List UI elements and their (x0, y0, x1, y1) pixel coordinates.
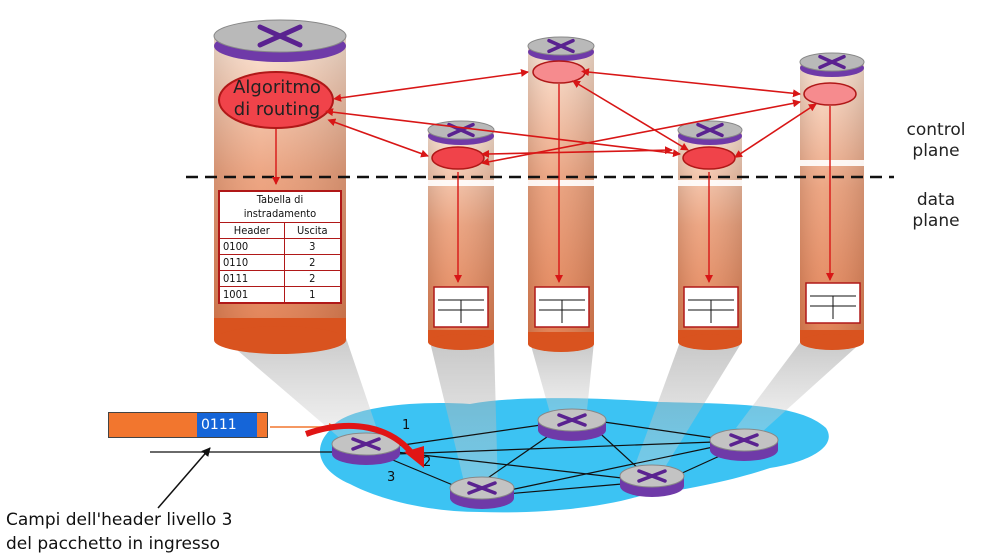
table-row: 0100 3 (220, 238, 340, 255)
table-cell: 0110 (220, 254, 285, 271)
routing-table: Tabella di instradamento Header Uscita 0… (218, 190, 342, 304)
table-row: 0111 2 (220, 270, 340, 287)
caption-pointer (157, 447, 211, 509)
table-cell: 0111 (220, 270, 285, 287)
control-plane-label: control plane (906, 120, 966, 161)
packet-header-field: 0111 (197, 413, 257, 437)
router-symbol-icon (557, 413, 587, 427)
router-symbol-icon (351, 437, 381, 451)
routing-algorithm-line1: Algoritmo (233, 77, 321, 98)
forwarding-arrow-head (404, 446, 424, 468)
port-2-label: 2 (423, 455, 432, 470)
flow-tables (433, 282, 861, 328)
agent-oval-1 (431, 146, 485, 170)
port-3-label: 3 (387, 470, 396, 485)
network-router-4 (709, 428, 779, 461)
table-cell: 1 (283, 286, 340, 302)
table-row: 1001 1 (220, 286, 340, 302)
control-arrows (325, 68, 817, 166)
flow-table-3 (805, 282, 861, 324)
incoming-packet: 0111 (108, 412, 268, 438)
table-header-cell: Uscita (283, 223, 340, 239)
routing-algorithm-oval (218, 71, 334, 129)
router-symbol-icon (729, 433, 759, 447)
table-cell: 3 (283, 238, 340, 255)
router-symbol-icon (547, 38, 575, 54)
agent-oval-2 (532, 60, 586, 84)
table-cell: 1001 (220, 286, 285, 302)
network-router-3 (619, 464, 685, 497)
network-router-1 (537, 408, 607, 441)
network-cloud (319, 398, 829, 513)
router-symbol-icon (818, 54, 846, 70)
packet-caption: Campi dell'header livello 3 del pacchett… (6, 508, 232, 556)
flow-table-1 (534, 286, 590, 328)
routing-algorithm-line2: di routing (233, 99, 321, 120)
router-symbol-icon (637, 469, 667, 483)
network-router-0 (331, 432, 401, 465)
network-router-2 (449, 476, 515, 509)
caption-line2: del pacchetto in ingresso (6, 534, 221, 554)
router-symbol-icon (257, 24, 303, 48)
port-1-label: 1 (402, 418, 411, 433)
table-cell: 2 (283, 270, 340, 287)
device-beams (216, 332, 864, 492)
forwarding-arrow (304, 422, 417, 458)
agent-oval-4 (803, 82, 857, 106)
table-cell: 2 (283, 254, 340, 271)
table-header-row: Header Uscita (220, 223, 340, 239)
routing-table-title: Tabella di instradamento (220, 192, 340, 223)
routing-algorithm-label: Algoritmo di routing (222, 77, 332, 121)
routing-table-grid: Header Uscita 0100 3 0110 2 0111 2 1001 … (220, 223, 340, 302)
caption-line1: Campi dell'header livello 3 (6, 510, 233, 530)
flow-table-2 (683, 286, 739, 328)
table-header-cell: Header (220, 223, 285, 239)
data-plane-label: data plane (912, 190, 960, 231)
router-symbol-icon (467, 481, 497, 495)
agent-oval-3 (682, 146, 736, 170)
table-row: 0110 2 (220, 254, 340, 271)
flow-table-0 (433, 286, 489, 328)
table-cell: 0100 (220, 238, 285, 255)
